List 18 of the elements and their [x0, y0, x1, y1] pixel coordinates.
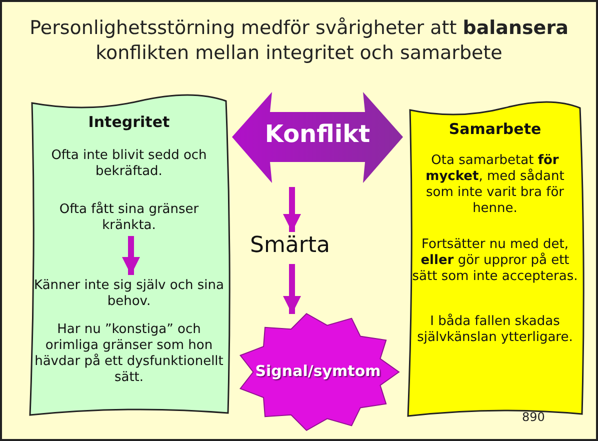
arrow: [283, 187, 301, 232]
note-text: Ofta fått sina gränser kränkta.: [58, 202, 200, 234]
arrow: [283, 264, 301, 314]
title: Personlighetsstörning medför svårigheter att balansera konflikten mellan integritet och samarbete: [28, 16, 570, 66]
note-text: Fortsätter nu med det, eller gör uppror på ett sätt som inte accepteras.: [411, 237, 579, 285]
note-text: I båda fallen skadas självkänslan ytterligare.: [416, 314, 574, 346]
shape-label: Konflikt: [264, 120, 372, 148]
shape-label: Signal/symtom: [254, 362, 382, 380]
double-arrow-shape: [230, 90, 405, 185]
stage-text: Smärta: [248, 232, 332, 260]
note-text: Ota samarbetat för mycket, med sådant som inte varit bra för henne.: [424, 153, 566, 217]
page-number: 890: [522, 410, 545, 424]
arrow: [122, 236, 140, 275]
note-text: Känner inte sig själv och sina behov.: [34, 278, 224, 310]
panel-heading: Samarbete: [448, 120, 542, 138]
panel-heading: Integritet: [87, 113, 171, 131]
note-text: Ofta inte blivit sedd och bekräftad.: [50, 148, 208, 180]
note-text: Har nu ”konstiga” och orimliga gränser som hon hävdar på ett dysfunktionellt sätt.: [34, 322, 224, 386]
